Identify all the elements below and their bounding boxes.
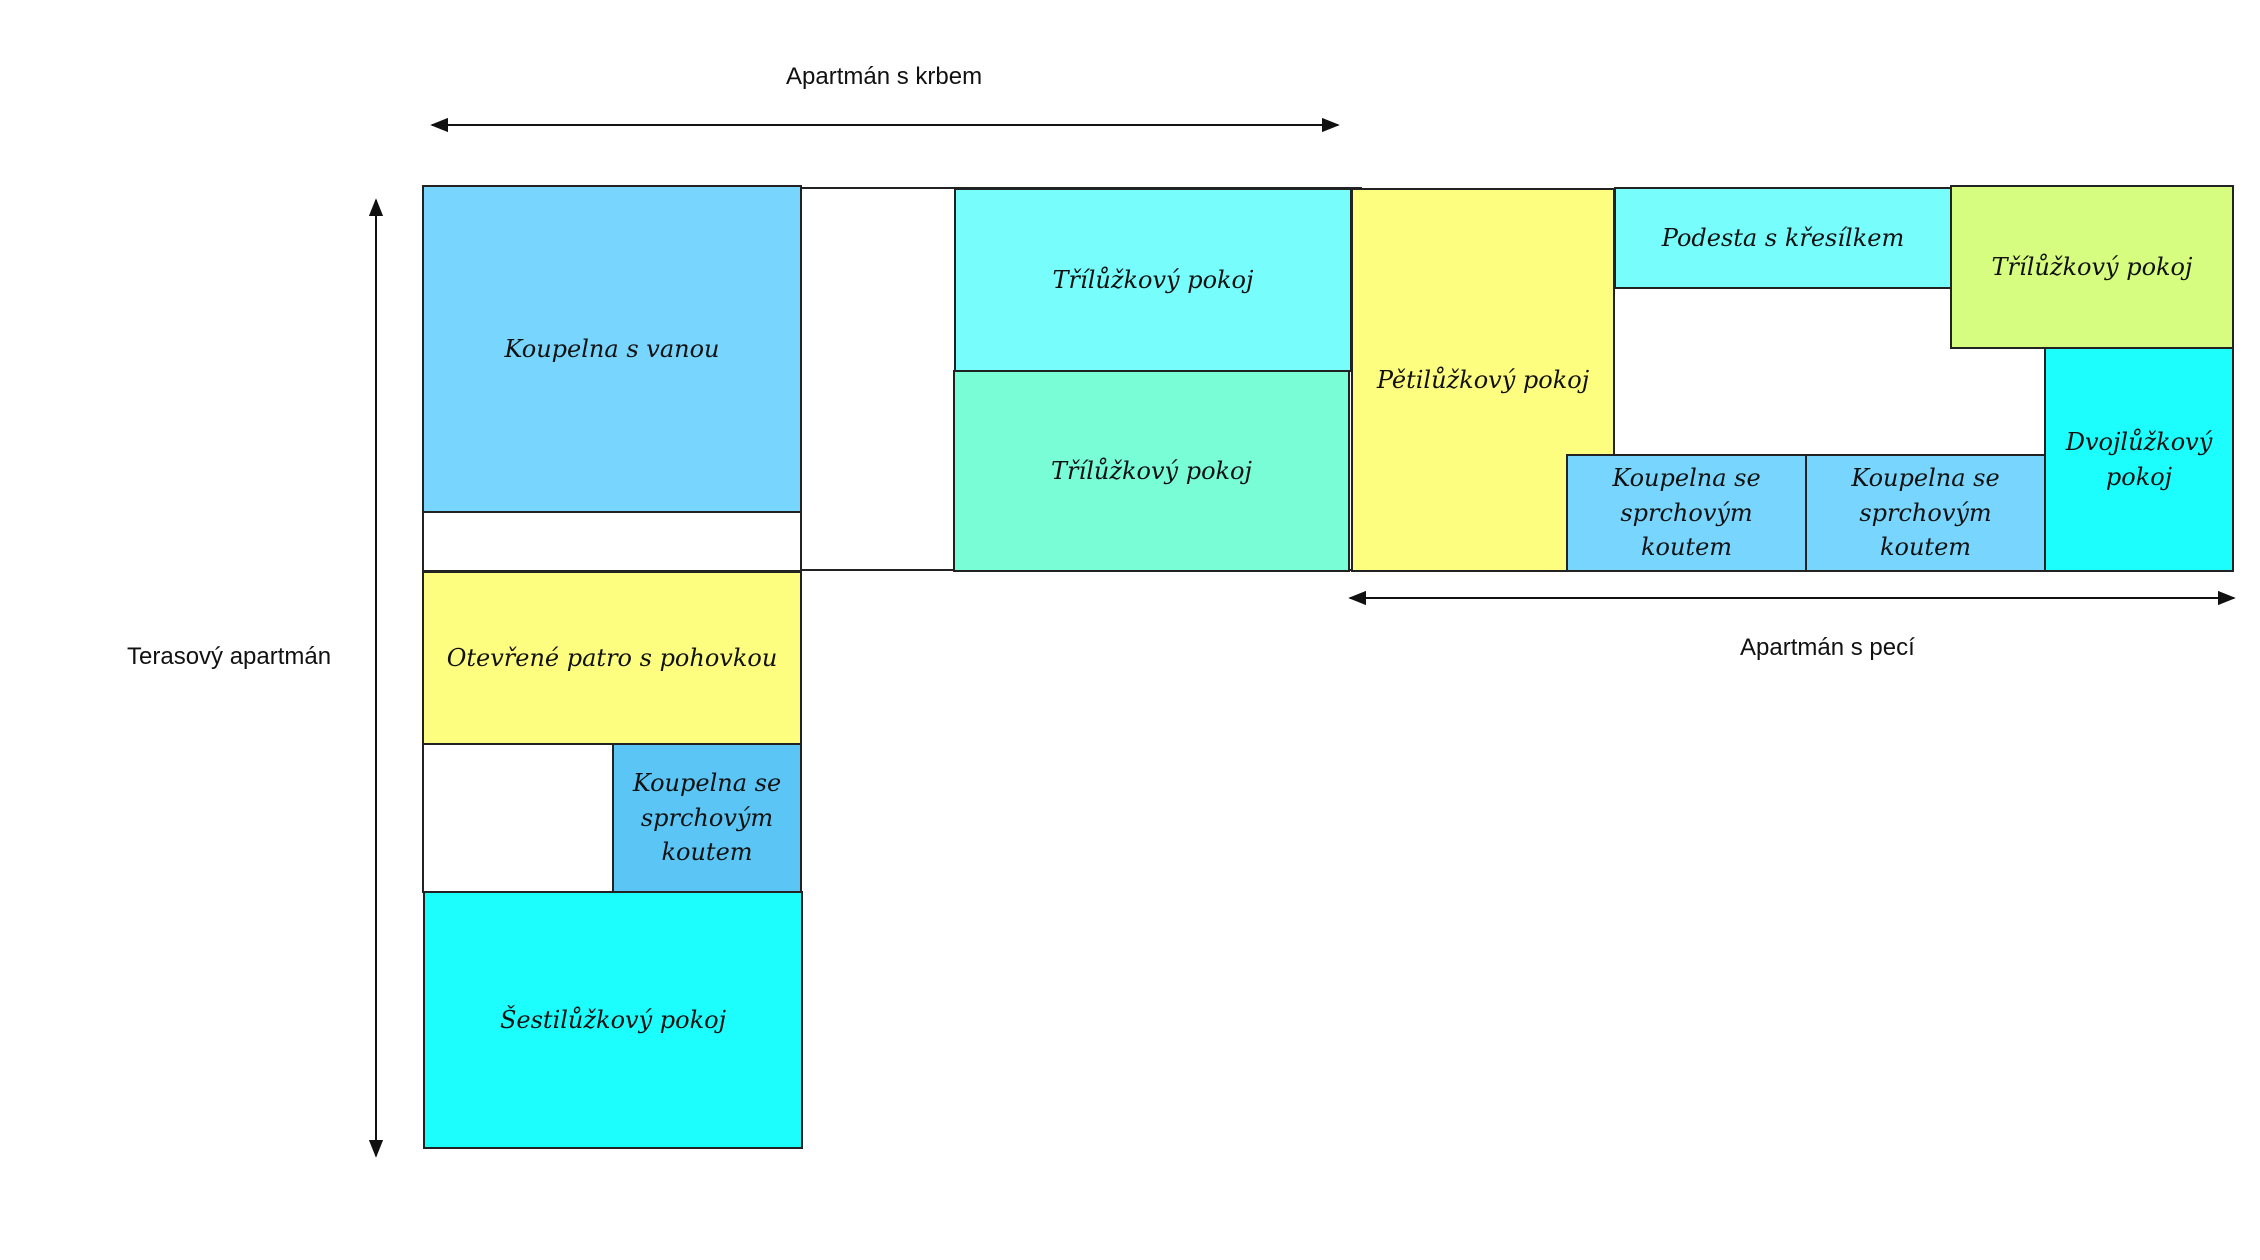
room-double: Dvojlůžkový pokoj (2044, 347, 2234, 572)
room-six-bed: Šestilůžkový pokoj (423, 891, 803, 1149)
stove-apartment-label: Apartmán s pecí (1740, 634, 1915, 661)
terrace-apartment-label: Terasový apartmán (127, 643, 332, 670)
hall-outline-left (422, 510, 802, 572)
room-landing: Podesta s křesílkem (1614, 187, 1952, 289)
room-shower-mid-2: Koupelna se sprchovým koutem (1805, 454, 2046, 572)
fireplace-apartment-label: Apartmán s krbem (786, 63, 983, 90)
hall-outline-lower (422, 743, 614, 893)
room-three-bed-right: Třílůžkový pokoj (1950, 185, 2234, 349)
room-open-floor: Otevřené patro s pohovkou (422, 571, 802, 745)
room-three-bed-bottom: Třílůžkový pokoj (953, 370, 1350, 572)
room-shower-left: Koupelna se sprchovým koutem (612, 743, 802, 893)
room-shower-mid-1: Koupelna se sprchovým koutem (1566, 454, 1807, 572)
room-bath-tub: Koupelna s vanou (422, 185, 802, 513)
room-three-bed-top: Třílůžkový pokoj (954, 188, 1352, 372)
